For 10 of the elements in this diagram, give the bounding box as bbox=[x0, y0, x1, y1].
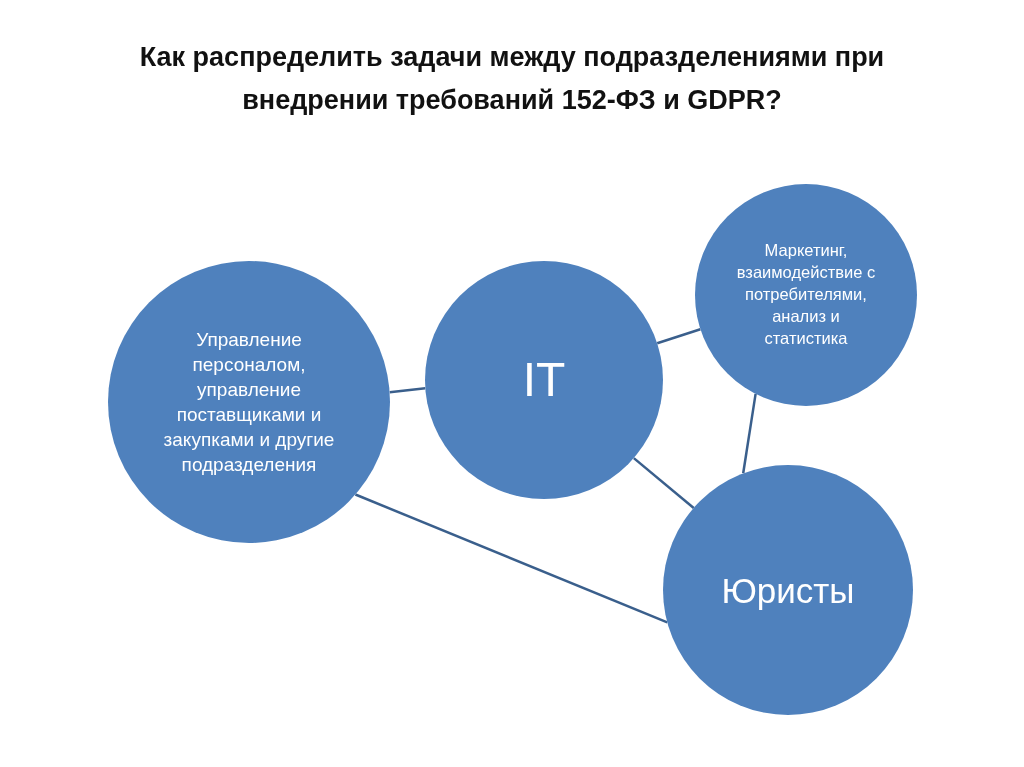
connector-line bbox=[389, 387, 426, 394]
connector-line bbox=[656, 328, 701, 345]
department-label: Юристы bbox=[720, 570, 856, 612]
connector-line bbox=[354, 493, 668, 624]
connector-line bbox=[741, 393, 757, 474]
department-label: IT bbox=[521, 353, 567, 407]
title: Как распределить задачи между подразделениями при внедрении требований 152-ФЗ и GDPR? bbox=[138, 41, 886, 117]
connector-line bbox=[633, 457, 695, 509]
department-label: Маркетинг, взаимодействие с потребителями, анализ и статистика bbox=[735, 240, 877, 349]
department-label: Управление персоналом, управление поставщиками и закупками и другие подразделения bbox=[162, 328, 336, 477]
